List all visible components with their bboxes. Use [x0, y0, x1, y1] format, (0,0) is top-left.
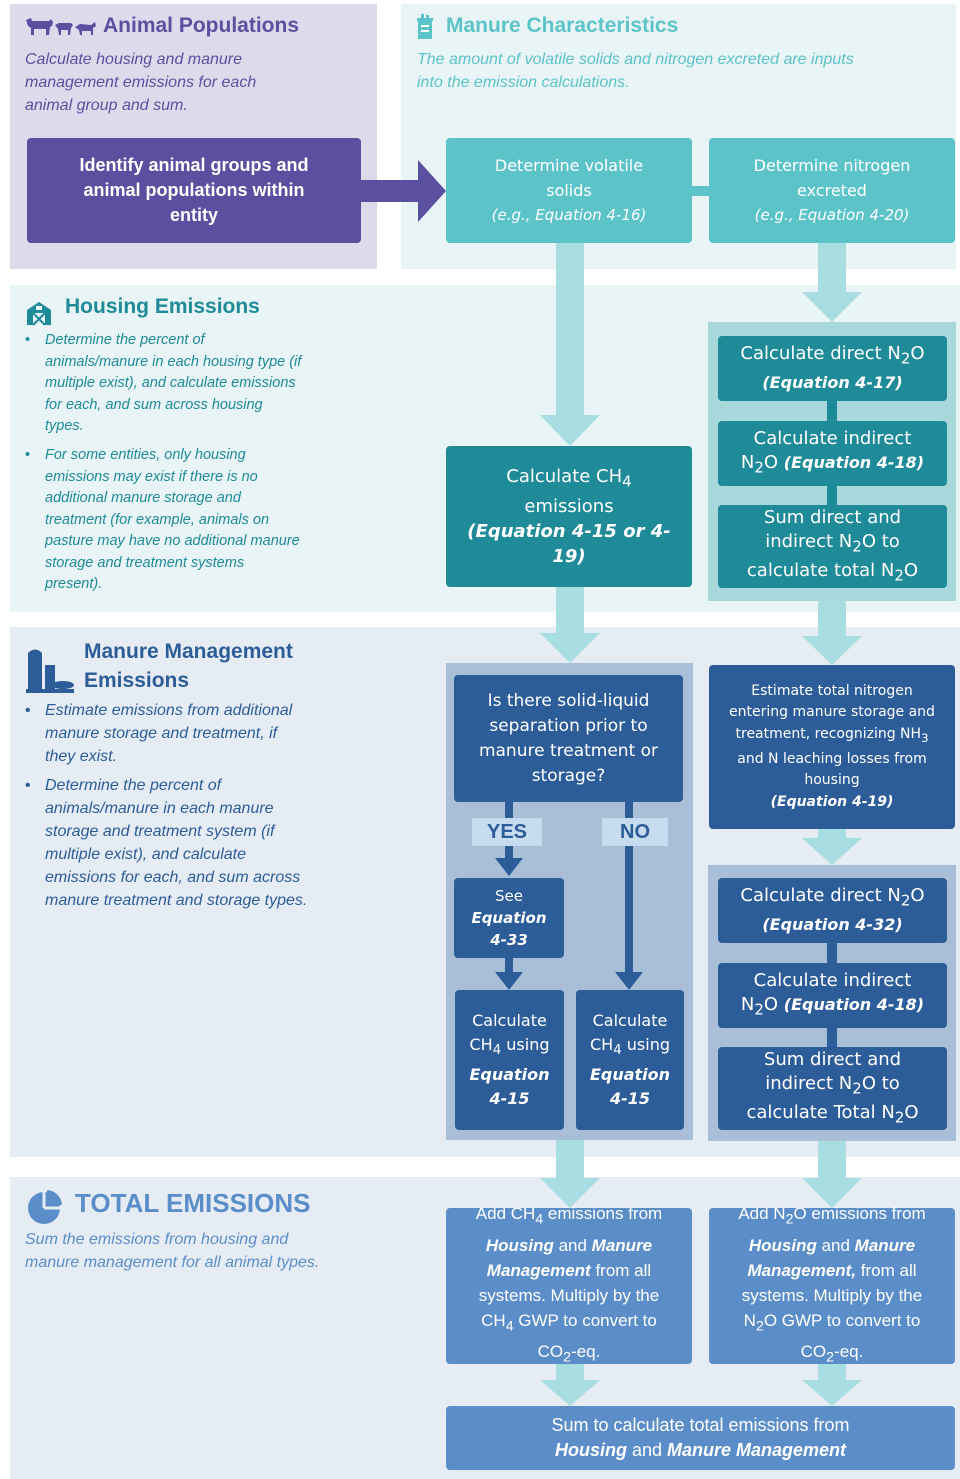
n2o-to-final-arrow [802, 1364, 862, 1406]
total-emissions-title: TOTAL EMISSIONS [75, 1188, 311, 1218]
nitrogen-excreted-box[interactable]: Determine nitrogen excreted (e.g., Equat… [709, 138, 955, 243]
housing-n2o-to-estimate-arrow [802, 601, 862, 665]
ch4-to-final-arrow [540, 1364, 600, 1406]
manure-characteristics-title: Manure Characteristics [446, 14, 679, 37]
housing-indirect-n2o-box[interactable]: Calculate indirect N2O (Equation 4-18) [718, 421, 947, 486]
housing-sum-n2o-box[interactable]: Sum direct and indirect N2O to calculate… [718, 505, 947, 588]
housing-ch4-box[interactable]: Calculate CH4 emissions (Equation 4-15 o… [446, 446, 692, 587]
estimate-total-nitrogen-box[interactable]: Estimate total nitrogen entering manure … [709, 665, 955, 829]
identify-animal-groups-box[interactable]: Identify animal groups and animal popula… [27, 138, 361, 243]
vs-n-connector [692, 186, 709, 196]
no-arrow [615, 802, 643, 990]
vs-to-ch4-arrow [540, 243, 600, 446]
pie-chart-icon [28, 1190, 62, 1224]
storage-tank-icon [26, 649, 74, 693]
container-icon [417, 14, 433, 39]
barn-icon [27, 302, 51, 326]
housing-bullet-1: • Determine the percent of animals/manur… [25, 332, 302, 434]
add-ch4-emissions-box[interactable]: Add CH4 emissions from Housing and Manur… [446, 1204, 692, 1366]
housing-connector-2 [827, 486, 837, 505]
see-equation-box[interactable]: See Equation 4-33 [454, 878, 564, 958]
mm-direct-n2o-box[interactable]: Calculate direct N2O (Equation 4-32) [718, 878, 947, 943]
mm-n2o-to-total-arrow [802, 1141, 862, 1208]
housing-direct-n2o-box[interactable]: Calculate direct N2O (Equation 4-17) [718, 336, 947, 401]
ch4-to-question-arrow [540, 587, 600, 663]
total-emissions-desc: Sum the emissions from housing and manur… [25, 1231, 320, 1271]
n-to-direct-arrow [802, 243, 862, 322]
see-eq-to-calc-arrow [495, 958, 523, 990]
mm-indirect-n2o-box[interactable]: Calculate indirect N2O (Equation 4-18) [718, 963, 947, 1028]
animal-populations-desc: Calculate housing and manure management … [25, 51, 257, 114]
mm-sum-n2o-box[interactable]: Sum direct and indirect N2O to calculate… [718, 1047, 947, 1130]
calc-ch4-yes-box[interactable]: Calculate CH4 using Equation 4-15 [455, 990, 564, 1130]
calc-ch4-no-box[interactable]: Calculate CH4 using Equation 4-15 [576, 990, 684, 1130]
add-n2o-emissions-box[interactable]: Add N2O emissions from Housing and Manur… [709, 1204, 955, 1366]
yes-label: YES [472, 818, 542, 846]
animal-populations-title: Animal Populations [103, 14, 300, 37]
manure-characteristics-desc: The amount of volatile solids and nitrog… [417, 51, 854, 91]
housing-bullet-2: • For some entities, only housing emissi… [25, 447, 300, 592]
separation-question-box[interactable]: Is there solid-liquid separation prior t… [454, 675, 683, 802]
no-label: NO [602, 818, 668, 846]
mm-connector-2 [827, 1028, 837, 1047]
livestock-icon [26, 18, 96, 35]
sum-total-emissions-box[interactable]: Sum to calculate total emissions from Ho… [446, 1406, 955, 1470]
mm-ch4-to-total-arrow [540, 1140, 600, 1208]
estimate-to-mm-n2o-arrow [802, 829, 862, 865]
mm-bullet-1: • Estimate emissions from additional man… [25, 702, 293, 765]
volatile-solids-box[interactable]: Determine volatile solids (e.g., Equatio… [446, 138, 692, 243]
mm-bullet-2: • Determine the percent of animals/manur… [25, 777, 308, 909]
identify-to-vs-arrow [360, 160, 446, 222]
housing-emissions-title: Housing Emissions [65, 295, 260, 318]
manure-management-title: Manure Management Emissions [84, 640, 293, 692]
housing-connector-1 [827, 401, 837, 421]
mm-connector-1 [827, 943, 837, 963]
